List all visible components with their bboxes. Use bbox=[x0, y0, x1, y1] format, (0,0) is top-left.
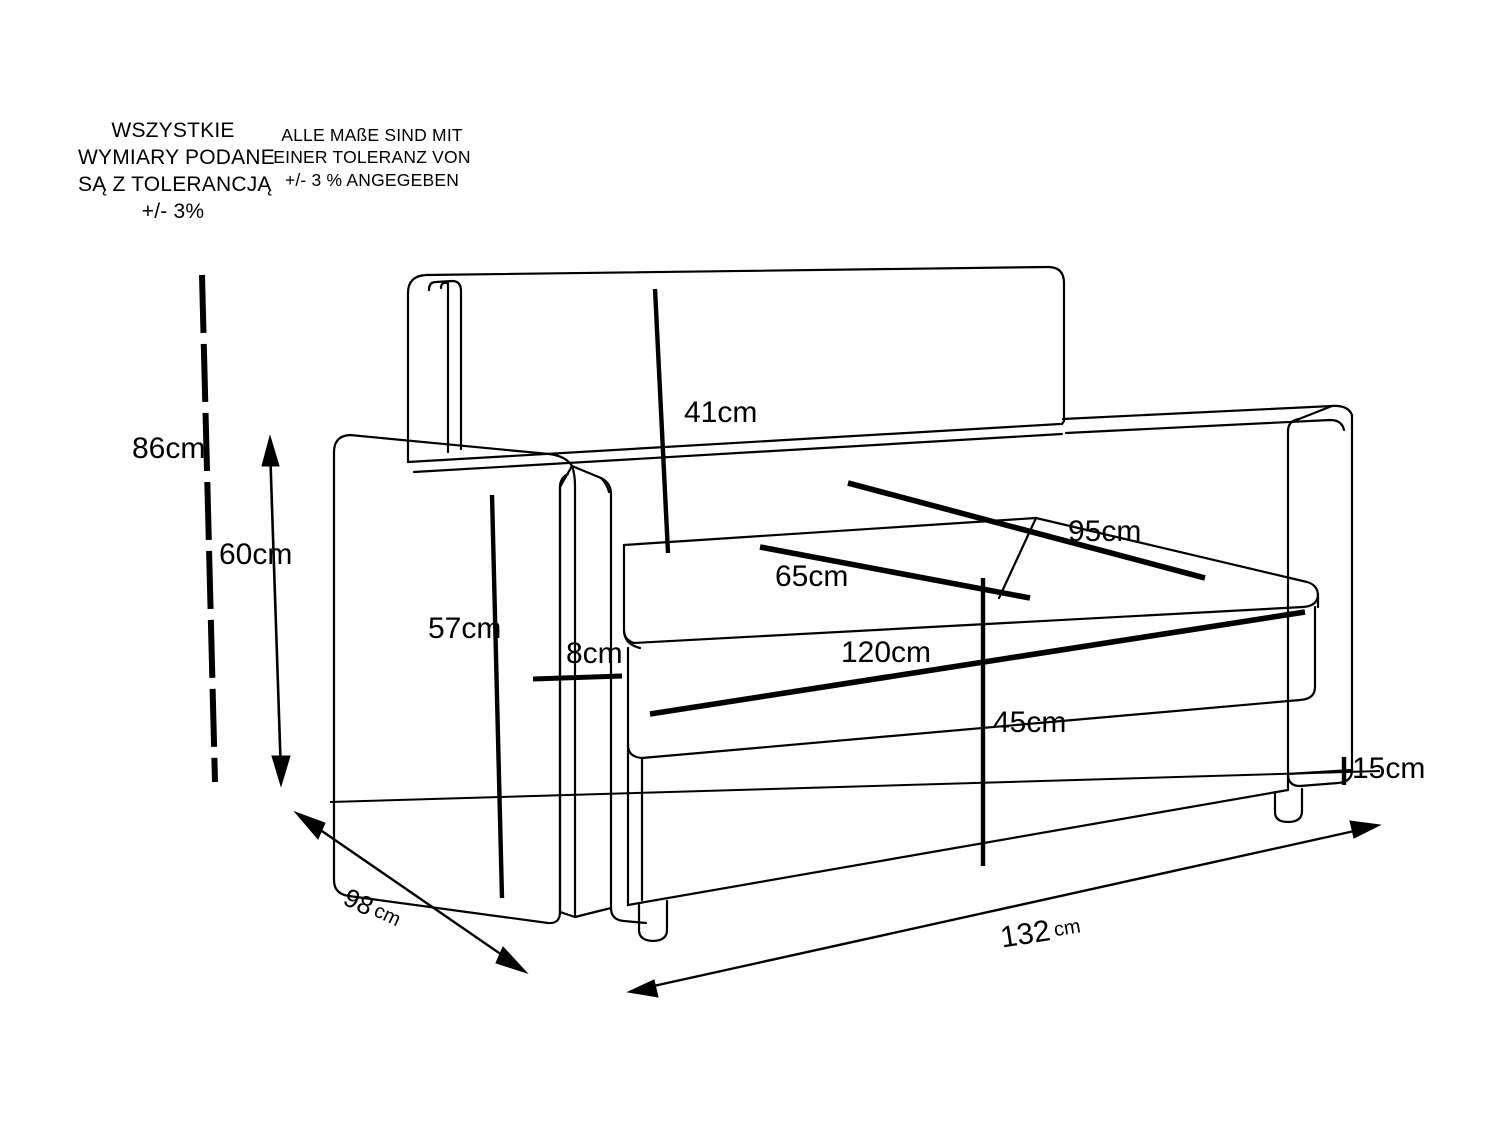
sofa-outline-group bbox=[332, 265, 1354, 943]
right-armrest-top-face bbox=[1061, 404, 1354, 421]
dim-label-seat-height: 45cm bbox=[993, 706, 1067, 739]
dim-unit-total-width: cm bbox=[1052, 915, 1083, 942]
dim-line-120cm bbox=[649, 609, 1306, 717]
left-armrest-outer-left-edge bbox=[332, 450, 562, 925]
left-armrest-right-panel-join bbox=[599, 476, 611, 494]
dimension-markers-group bbox=[199, 274, 1382, 998]
dim-line-8cm bbox=[532, 673, 623, 682]
left-armrest-right-panel-bottom bbox=[558, 906, 613, 919]
backrest-seam-left-inner bbox=[439, 281, 450, 454]
dim-value-total-width: 132 bbox=[998, 914, 1053, 955]
backrest-seam-left-outer bbox=[427, 279, 463, 451]
seat-bottom-band-front bbox=[640, 605, 1317, 760]
dim-label-seat-back-height: 60cm bbox=[219, 538, 293, 571]
dim-arrow-132cm-start bbox=[626, 979, 659, 998]
dim-label-seat-depth: 65cm bbox=[775, 560, 849, 593]
guide-line-rear-base bbox=[329, 770, 1381, 803]
backrest-panel bbox=[406, 265, 1066, 426]
right-armrest-outer-edge bbox=[1286, 413, 1354, 788]
backrest-bottom-edge bbox=[406, 422, 1062, 464]
right-armrest-top-face-2 bbox=[1064, 418, 1346, 435]
left-armrest-inner-face bbox=[558, 472, 570, 914]
dim-line-57cm bbox=[489, 494, 505, 899]
seat-bottom-band bbox=[626, 646, 644, 760]
dim-arrow-98cm-end bbox=[495, 946, 529, 975]
tolerance-note-polish: WSZYSTKIE WYMIARY PODANE SĄ Z TOLERANCJĄ… bbox=[78, 119, 275, 223]
base-front-bottom bbox=[626, 788, 1290, 907]
dim-label-total-height: 86cm bbox=[132, 432, 206, 465]
dim-line-132cm bbox=[639, 826, 1369, 991]
dim-line-86cm bbox=[199, 274, 218, 783]
seat-front-left-corner bbox=[622, 628, 642, 650]
seat-top-surface bbox=[622, 516, 1320, 609]
dim-arrow-132cm-end bbox=[1349, 820, 1382, 839]
dim-label-armrest-width: 8cm bbox=[566, 637, 623, 670]
left-foot bbox=[637, 899, 669, 943]
dim-line-41cm bbox=[652, 288, 671, 554]
left-armrest-top-face bbox=[332, 433, 613, 496]
dim-arrow-60cm-top bbox=[261, 434, 280, 467]
dim-arrow-60cm-bottom bbox=[271, 755, 291, 788]
dim-label-seat-width: 120cm bbox=[841, 636, 932, 669]
left-armrest-right-panel-left bbox=[570, 464, 577, 919]
dim-arrow-98cm-start bbox=[293, 810, 326, 840]
tolerance-note-german: ALLE MAßE SIND MIT EINER TOLERANZ VON +/… bbox=[273, 125, 471, 190]
dim-label-sleeping-depth: 95cm bbox=[1068, 515, 1142, 548]
right-foot bbox=[1273, 787, 1304, 824]
dim-label-leg-height: 15cm bbox=[1352, 752, 1426, 785]
seat-top-left-edge bbox=[622, 543, 636, 645]
dim-line-98cm bbox=[302, 817, 519, 967]
dim-line-95cm bbox=[847, 480, 1206, 581]
backrest-bottom-edge-2 bbox=[412, 432, 1064, 474]
dim-line-60cm bbox=[268, 446, 283, 776]
dim-label-backrest-height: 41cm bbox=[684, 396, 758, 429]
right-armrest-inner-edge bbox=[1286, 404, 1334, 433]
seat-front-edge bbox=[632, 592, 1320, 645]
dim-label-armrest-height: 57cm bbox=[428, 612, 502, 645]
